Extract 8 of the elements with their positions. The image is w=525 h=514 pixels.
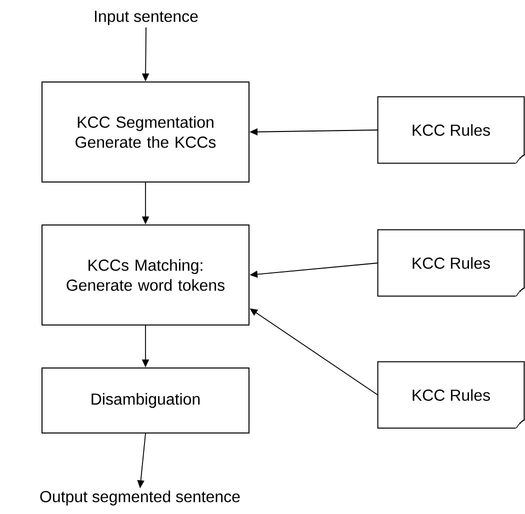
- process-box: KCCs Matching: Generate word tokens: [42, 224, 250, 326]
- rules-note: KCC Rules: [377, 361, 525, 429]
- rules-note: KCC Rules: [377, 96, 525, 164]
- input-output-label: Output segmented sentence: [40, 490, 240, 506]
- input-output-label: Input sentence: [95, 10, 198, 26]
- rules-note: KCC Rules: [377, 229, 525, 297]
- process-box: KCC Segmentation Generate the KCCs: [42, 82, 250, 182]
- process-box: Disambiguation: [42, 368, 250, 434]
